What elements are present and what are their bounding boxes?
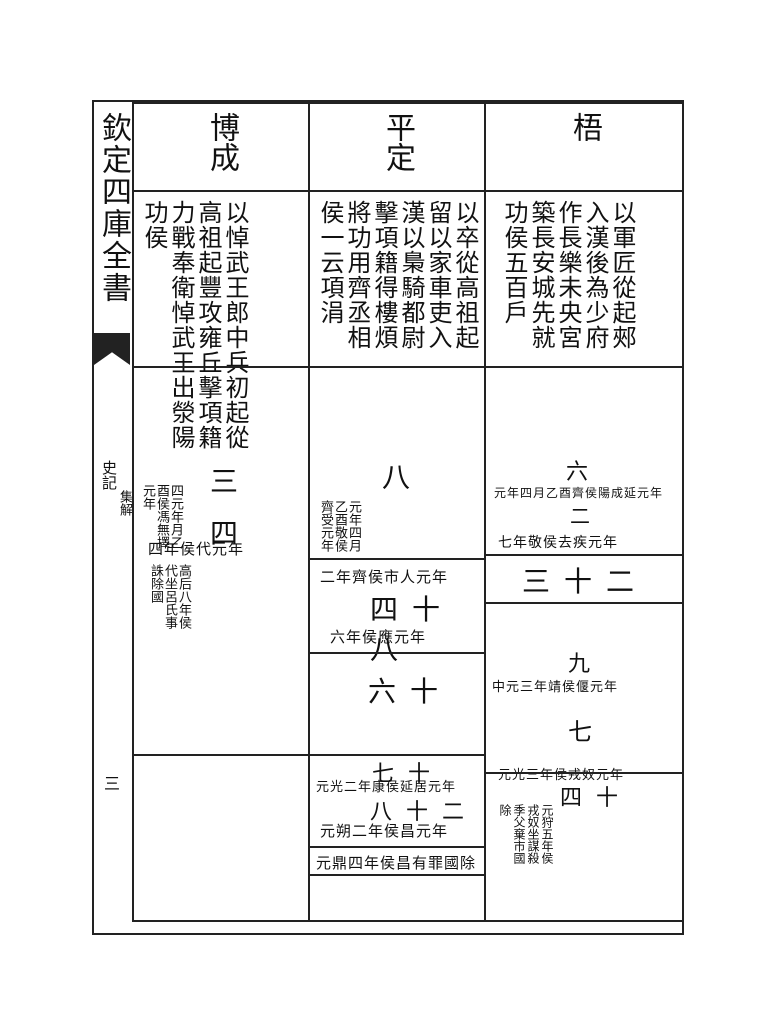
merit-description: 以軍匠從起郟入漢後為少府作長樂未央宮築長安城先就功侯五百戶 xyxy=(500,200,636,350)
page-number: 三 xyxy=(104,774,121,793)
book-title: 欽定四庫全書 xyxy=(96,112,131,304)
divider xyxy=(310,366,484,368)
year-count: 七 xyxy=(568,718,606,746)
divider xyxy=(486,366,682,368)
column-header: 博成 xyxy=(134,104,308,190)
row-note: 二年齊侯市人元年 xyxy=(320,568,449,586)
row-note: 六年侯應元年 xyxy=(330,628,427,646)
divider xyxy=(486,554,682,556)
column-pingding: 平定 以卒從高祖起留以家車吏入漢以梟騎都尉擊項籍得樓煩將功用齊丞相侯一云項涓 八… xyxy=(310,104,486,920)
marquis-name: 平定 xyxy=(380,112,415,172)
column-bocheng: 博成 以悼武王郎中兵初起從高祖起豐攻雍丘擊項籍力戰奉衛悼武王出滎陽功侯 三 四元… xyxy=(134,104,310,920)
marquis-name: 梧 xyxy=(567,112,602,142)
year-count: 九 xyxy=(568,652,605,677)
row-note: 中元三年靖侯偃元年 xyxy=(492,680,619,695)
divider xyxy=(134,754,308,756)
row-note: 元朔二年侯昌元年 xyxy=(320,822,449,840)
divider xyxy=(486,190,682,192)
row-note: 元光二年康侯延居元年 xyxy=(316,780,457,795)
divider xyxy=(310,558,484,560)
margin-subtitle: 史記 xyxy=(100,460,118,490)
year-count: 八十二 xyxy=(370,800,479,825)
margin-subtitle-2: 集解 xyxy=(117,490,132,516)
divider xyxy=(134,366,308,368)
row-note: 元光三年侯戎奴元年 xyxy=(498,768,625,783)
marquis-name: 博成 xyxy=(204,112,239,172)
merit-description: 以悼武王郎中兵初起從高祖起豐攻雍丘擊項籍力戰奉衛悼武王出滎陽功侯 xyxy=(140,200,249,450)
row-note: 高后八年侯代坐呂氏事誅除國 xyxy=(148,564,191,629)
divider xyxy=(310,754,484,756)
year-count: 四十八 xyxy=(370,593,455,666)
year-count: 六十 xyxy=(368,675,453,708)
year-count: 四十 xyxy=(560,786,633,811)
year-count: 六 xyxy=(566,460,603,485)
row-note: 元年四月乙酉齊侯陽成延元年 xyxy=(494,486,664,500)
merit-description: 以卒從高祖起留以家車吏入漢以梟騎都尉擊項籍得樓煩將功用齊丞相侯一云項涓 xyxy=(316,200,479,350)
column-header: 梧 xyxy=(486,104,682,190)
row-note: 元狩五年侯戎奴坐謀殺季父棄市國除 xyxy=(498,804,554,864)
year-count: 三十二 xyxy=(522,565,649,598)
row-note: 元年四月乙酉敬侯齊受元年 xyxy=(318,500,361,552)
divider xyxy=(310,190,484,192)
divider xyxy=(310,846,484,848)
divider xyxy=(486,602,682,604)
divider xyxy=(134,190,308,192)
year-count: 四 xyxy=(210,517,253,550)
year-count: 七十 xyxy=(372,762,445,787)
divider xyxy=(310,874,484,876)
column-wu: 梧 以軍匠從起郟入漢後為少府作長樂未央宮築長安城先就功侯五百戶 六 元年四月乙酉… xyxy=(486,104,682,920)
column-header: 平定 xyxy=(310,104,484,190)
row-note: 四年侯代元年 xyxy=(148,540,245,558)
divider xyxy=(310,652,484,654)
divider xyxy=(486,772,682,774)
year-count: 二 xyxy=(570,504,604,528)
year-count: 三 xyxy=(210,465,253,498)
row-note: 元鼎四年侯昌有罪國除 xyxy=(316,854,477,872)
row-note: 七年敬侯去疾元年 xyxy=(498,535,618,551)
row-note: 四元年月乙酉侯馮無擇元年 xyxy=(140,484,183,549)
year-count: 八 xyxy=(382,461,425,494)
table-frame xyxy=(132,100,684,922)
